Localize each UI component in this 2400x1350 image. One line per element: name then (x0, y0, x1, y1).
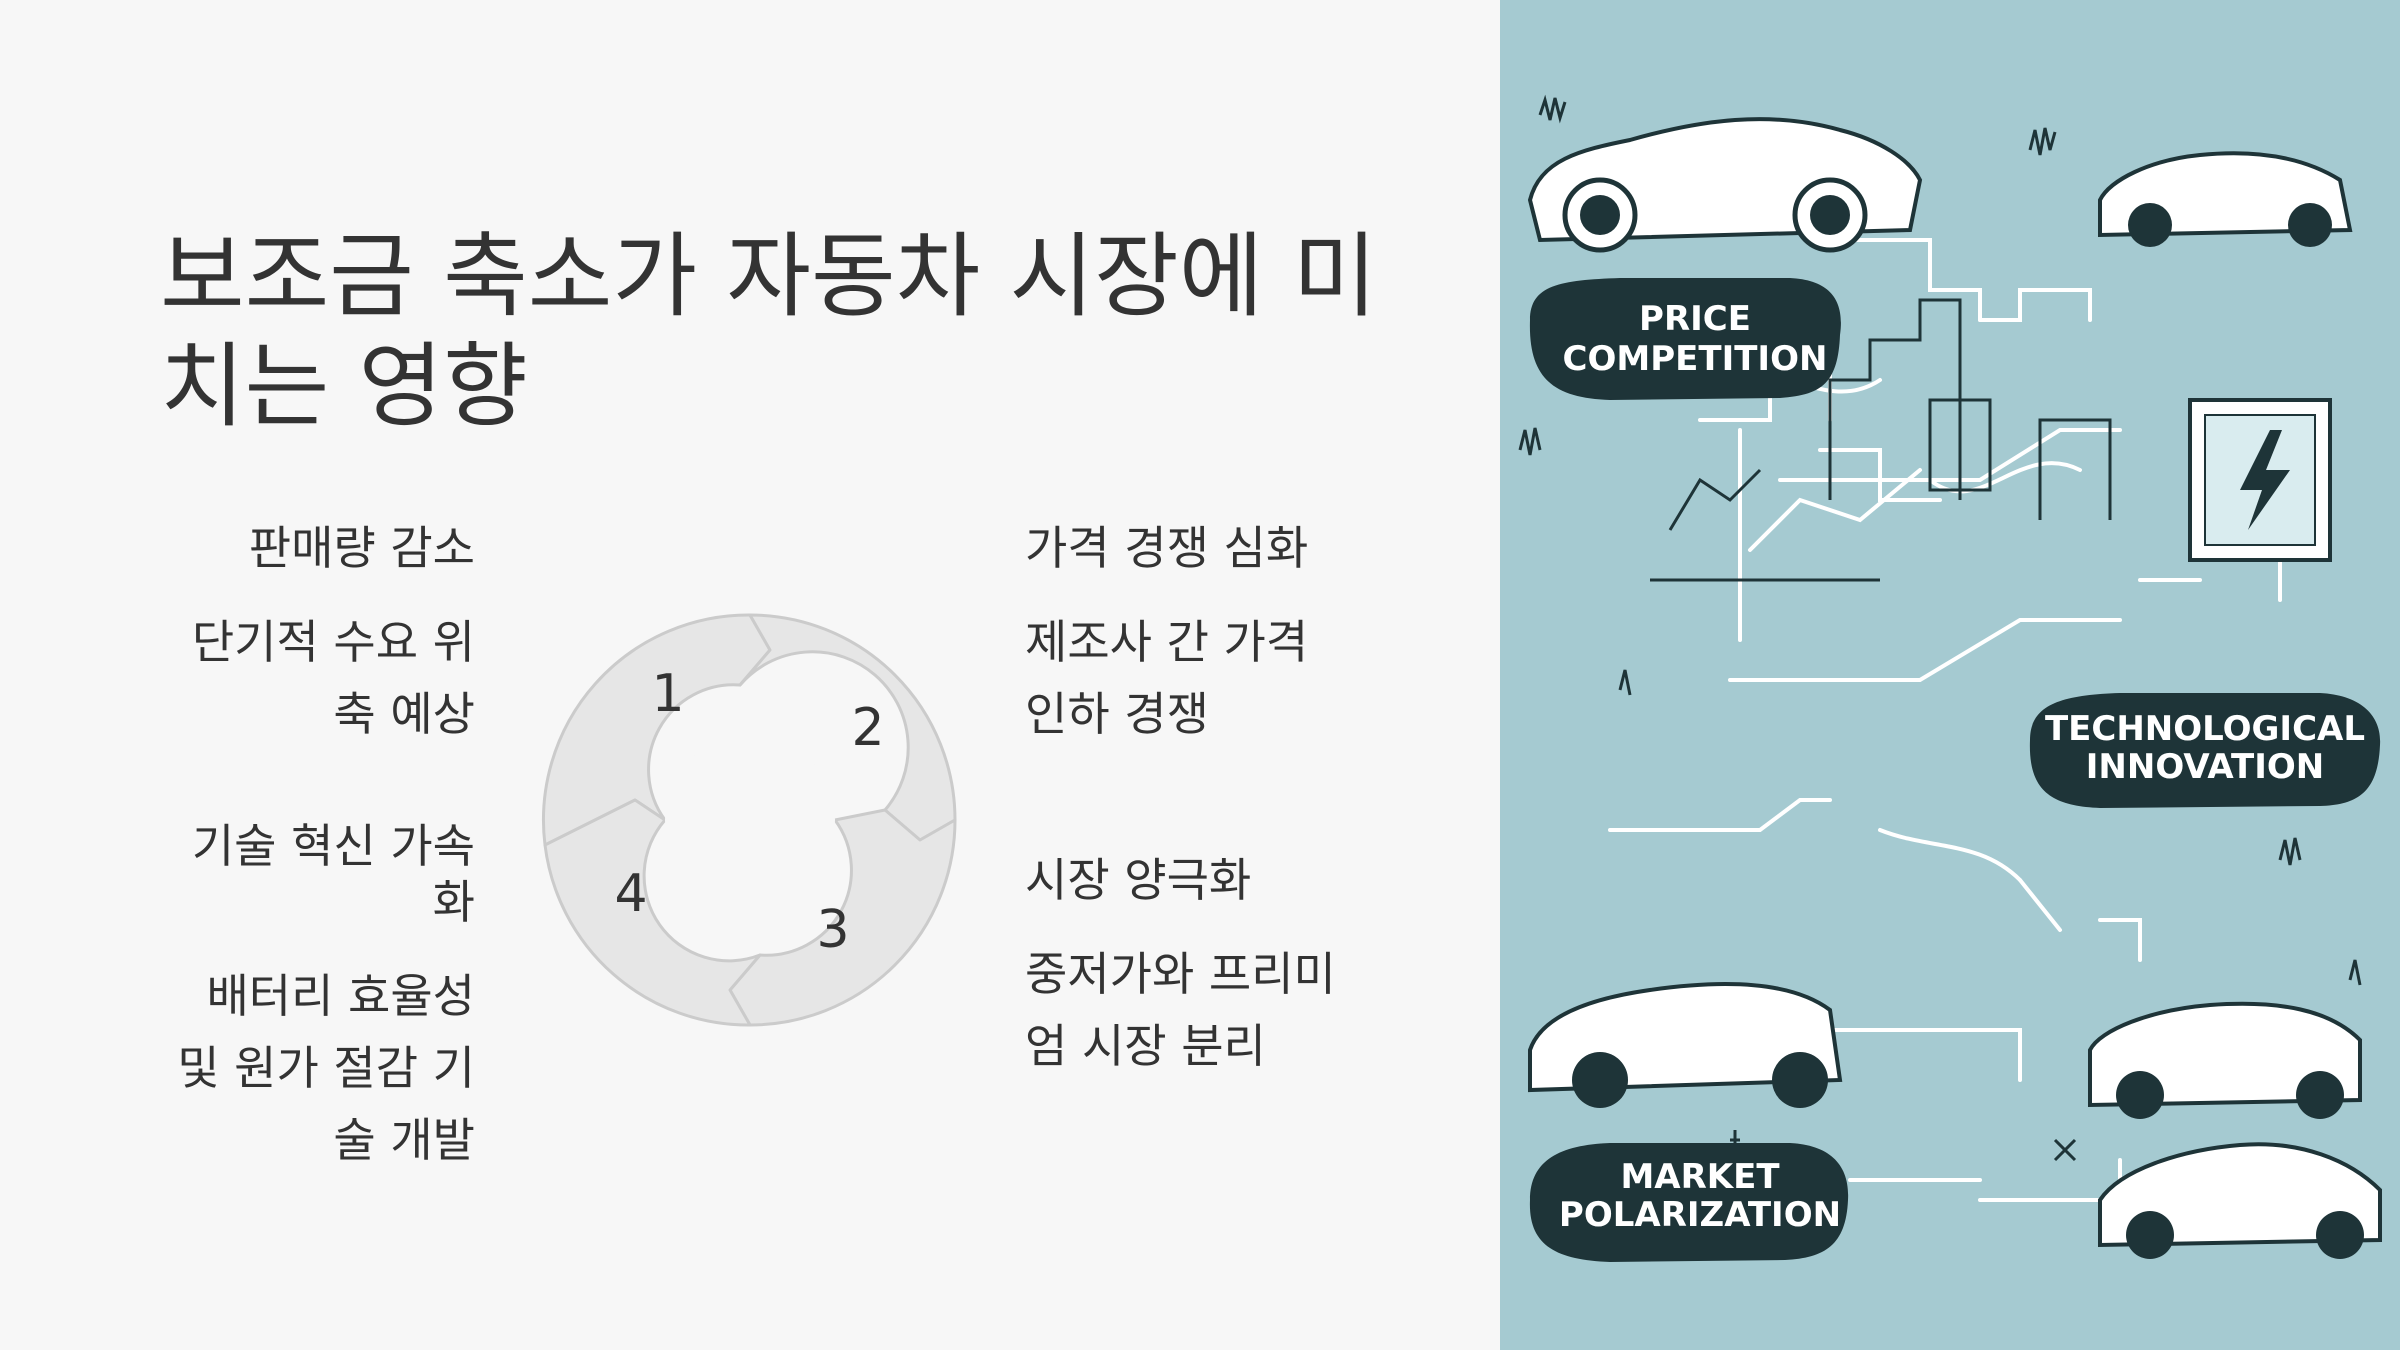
step-3-description: 중저가와 프리미엄 시장 분리 (1025, 947, 1336, 1073)
cycle-number-2: 2 (851, 698, 884, 758)
cycle-number-4: 4 (614, 864, 647, 924)
step-2-text: 가격 경쟁 심화 제조사 간 가격 인하 경쟁 (1025, 520, 1345, 750)
step-1-text: 판매량 감소 단기적 수요 위축 예상 (160, 520, 475, 750)
market-label-line-1: MARKET (1620, 1157, 1780, 1197)
car-hatch-bottom-icon (2098, 1142, 2382, 1259)
cycle-diagram: 1 2 3 4 (535, 605, 965, 1035)
cycle-segment-2 (738, 613, 957, 842)
car-suv-right-icon (2088, 1001, 2362, 1119)
cycle-segment-4 (543, 798, 762, 1027)
price-label-line-1: PRICE (1639, 299, 1751, 339)
step-1-heading: 판매량 감소 (248, 521, 475, 575)
cycle-number-1: 1 (651, 664, 684, 724)
price-competition-label: PRICE COMPETITION (1529, 278, 1841, 400)
car-suv-top-icon (2098, 151, 2353, 247)
sketch-illustration: PRICE COMPETITION TECHNOLOGICAL INNOVATI… (1500, 0, 2400, 1350)
step-2-heading: 가격 경쟁 심화 (1025, 521, 1309, 575)
market-polarization-label: MARKET POLARIZATION (1529, 1143, 1849, 1262)
illustration-svg: PRICE COMPETITION TECHNOLOGICAL INNOVATI… (1500, 0, 2400, 1350)
tech-label-line-1: TECHNOLOGICAL (2045, 709, 2365, 749)
device-icon (2188, 398, 2332, 562)
car-sedan-icon (1527, 117, 1923, 253)
slide-content: 보조금 축소가 자동차 시장에 미치는 영향 판매량 감소 단기적 수요 위축 … (160, 223, 1378, 1176)
price-label-line-2: COMPETITION (1563, 339, 1828, 379)
step-4-heading: 기술 혁신 가속화 (191, 819, 475, 929)
step-3-heading: 시장 양극화 (1025, 853, 1252, 907)
step-4-description: 배터리 효율성 및 원가 절감 기술 개발 (177, 969, 475, 1167)
cycle-number-3: 3 (816, 900, 849, 960)
slide-title: 보조금 축소가 자동차 시장에 미치는 영향 (160, 223, 1378, 440)
step-3-text: 시장 양극화 중저가와 프리미엄 시장 분리 (1025, 852, 1345, 1082)
market-label-line-2: POLARIZATION (1559, 1195, 1841, 1235)
tech-label-line-2: INNOVATION (2086, 747, 2324, 787)
car-suv-left-icon (1528, 982, 1843, 1108)
step-4-text: 기술 혁신 가속화 배터리 효율성 및 원가 절감 기술 개발 (160, 818, 475, 1176)
step-2-description: 제조사 간 가격 인하 경쟁 (1025, 615, 1309, 741)
cycle-svg: 1 2 3 4 (541, 613, 957, 1027)
technological-innovation-label: TECHNOLOGICAL INNOVATION (2029, 693, 2381, 808)
step-1-description: 단기적 수요 위축 예상 (191, 615, 475, 741)
